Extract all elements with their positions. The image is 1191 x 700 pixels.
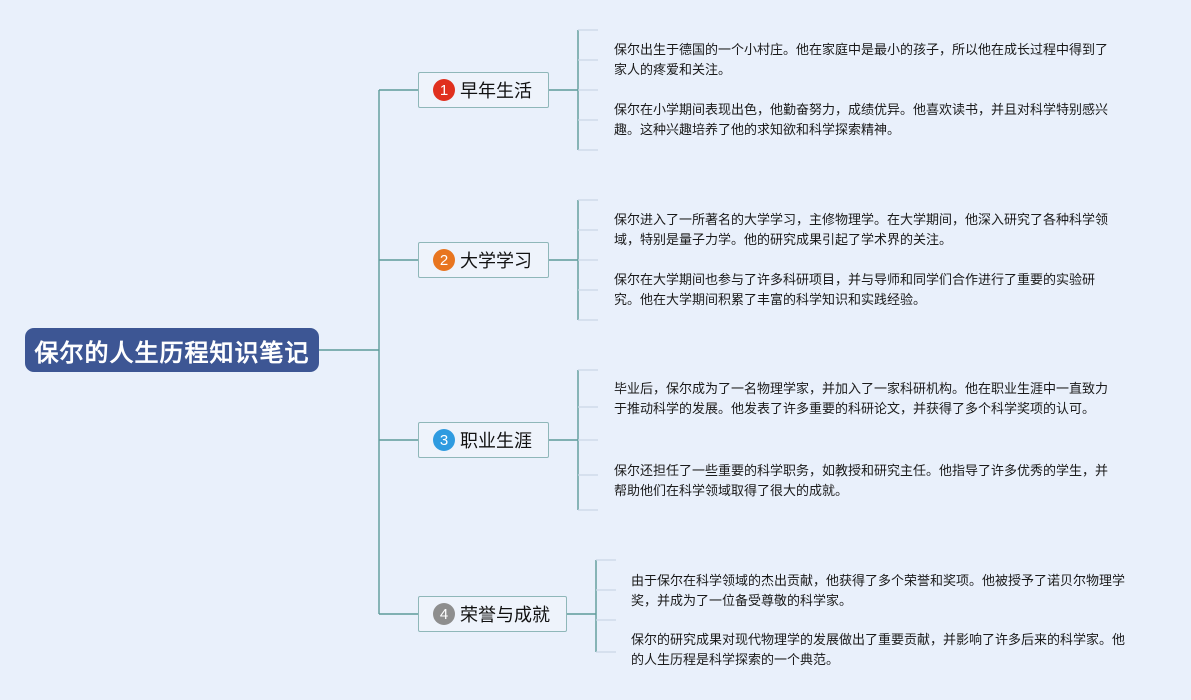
number-4-icon: 4 <box>433 603 455 625</box>
number-3-icon: 3 <box>433 429 455 451</box>
note-honors-2[interactable]: 保尔的研究成果对现代物理学的发展做出了重要贡献，并影响了许多后来的科学家。他的人… <box>631 633 1126 668</box>
note-career-2[interactable]: 保尔还担任了一些重要的科学职务，如教授和研究主任。他指导了许多优秀的学生，并帮助… <box>614 464 1109 499</box>
root-topic[interactable]: 保尔的人生历程知识笔记 <box>25 328 319 372</box>
note-career-1[interactable]: 毕业后，保尔成为了一名物理学家，并加入了一家科研机构。他在职业生涯中一直致力于推… <box>614 382 1109 417</box>
branch-honors[interactable]: 4 荣誉与成就 <box>418 596 567 632</box>
root-topic-title: 保尔的人生历程知识笔记 <box>34 338 310 367</box>
number-2-icon: 2 <box>433 249 455 271</box>
branch-title: 早年生活 <box>460 81 532 102</box>
branch-title: 荣誉与成就 <box>460 605 550 626</box>
branch-title: 大学学习 <box>460 251 532 272</box>
branch-early-life[interactable]: 1 早年生活 <box>418 72 549 108</box>
branch-title: 职业生涯 <box>460 431 532 452</box>
note-early-life-1[interactable]: 保尔出生于德国的一个小村庄。他在家庭中是最小的孩子，所以他在成长过程中得到了家人… <box>614 43 1109 78</box>
note-university-1[interactable]: 保尔进入了一所著名的大学学习，主修物理学。在大学期间，他深入研究了各种科学领域，… <box>614 213 1109 248</box>
branch-university[interactable]: 2 大学学习 <box>418 242 549 278</box>
note-university-2[interactable]: 保尔在大学期间也参与了许多科研项目，并与导师和同学们合作进行了重要的实验研究。他… <box>614 273 1096 308</box>
number-1-icon: 1 <box>433 79 455 101</box>
note-early-life-2[interactable]: 保尔在小学期间表现出色，他勤奋努力，成绩优异。他喜欢读书，并且对科学特别感兴趣。… <box>614 103 1109 138</box>
note-honors-1[interactable]: 由于保尔在科学领域的杰出贡献，他获得了多个荣誉和奖项。他被授予了诺贝尔物理学奖，… <box>631 574 1126 609</box>
branch-career[interactable]: 3 职业生涯 <box>418 422 549 458</box>
